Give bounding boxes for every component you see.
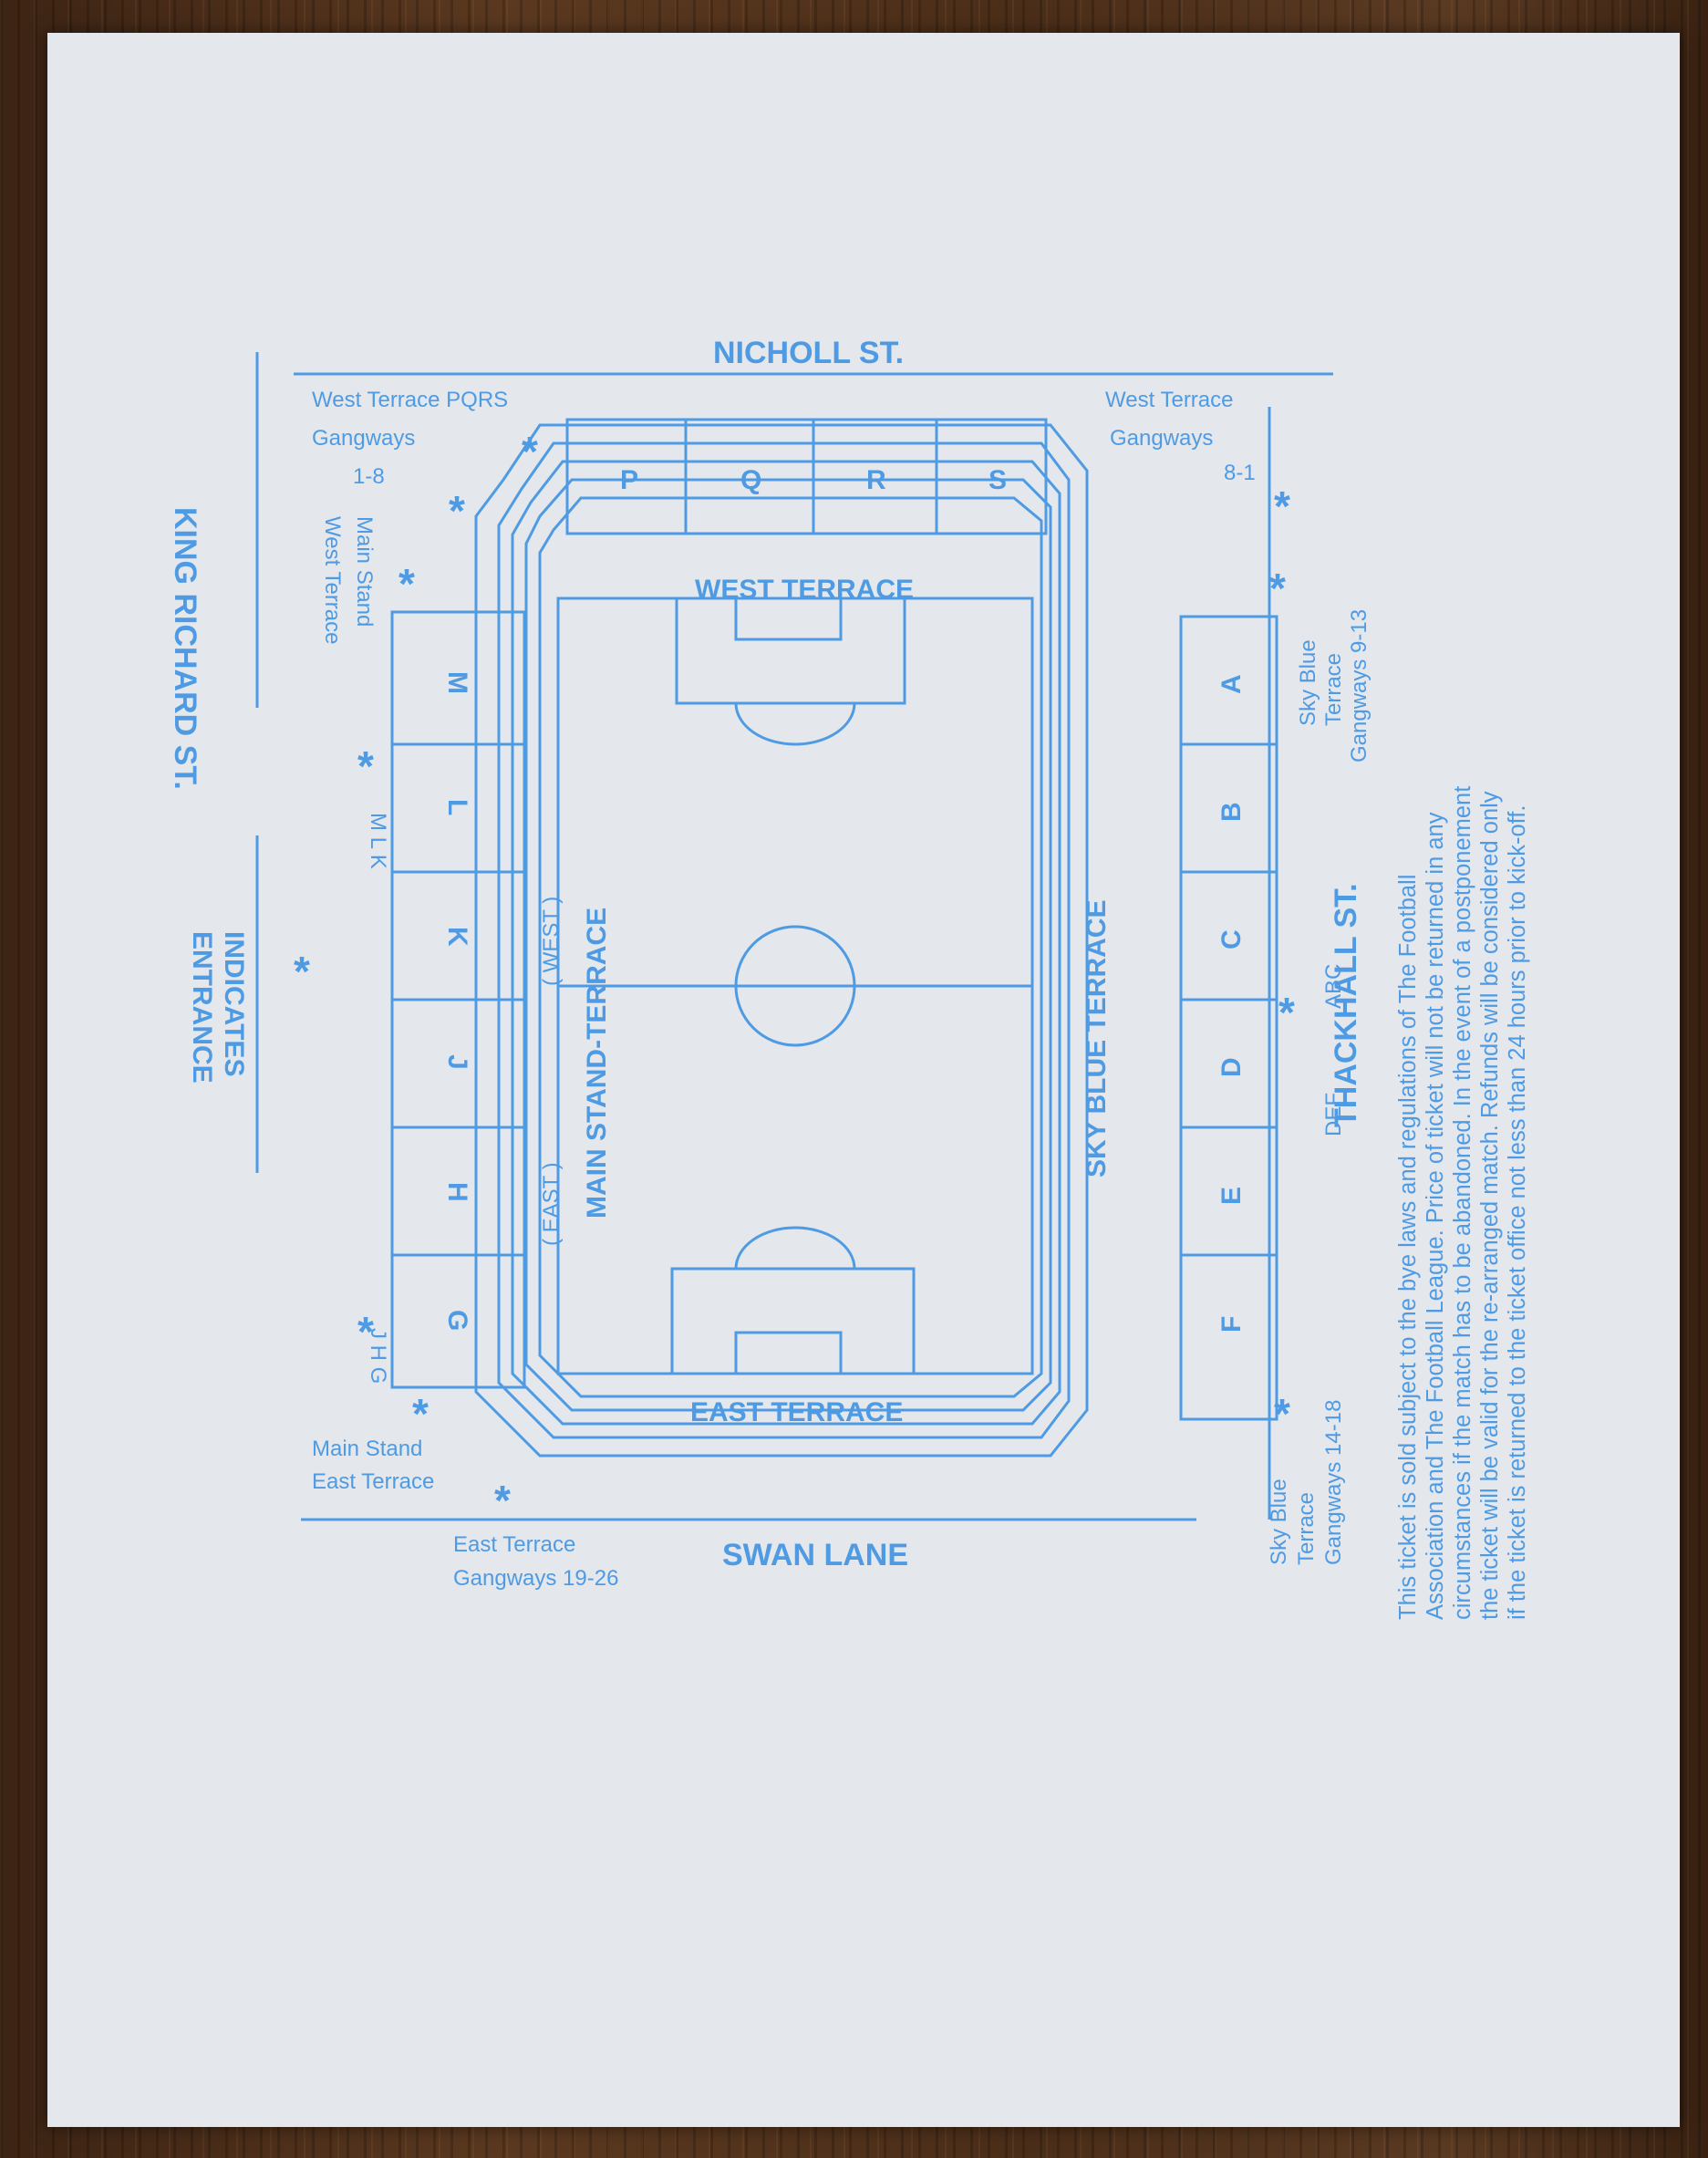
- section-f: F: [1216, 1316, 1247, 1333]
- entrance-asterisk: *: [1278, 989, 1295, 1036]
- label-east-inner: ( EAST ): [539, 1162, 564, 1246]
- terms-line-4: the ticket will be valid for the re-arra…: [1477, 791, 1503, 1620]
- section-q: Q: [740, 465, 761, 495]
- section-s: S: [989, 465, 1007, 495]
- label-gangways-8-1-a: Gangways: [1110, 426, 1213, 451]
- label-gangways-8-1-b: 8-1: [1224, 461, 1256, 485]
- section-m: M: [442, 671, 472, 694]
- entrance-asterisk: *: [449, 487, 465, 534]
- legend-line2: ENTRANCE: [187, 931, 217, 1084]
- label-east-gangways-b: Gangways 19-26: [453, 1566, 618, 1591]
- label-main-stand-east-a: Main Stand: [312, 1437, 422, 1461]
- section-l: L: [442, 799, 472, 815]
- label-main-stand-west-b: West Terrace: [320, 516, 345, 645]
- terms-block: This ticket is sold subject to the bye l…: [1395, 786, 1530, 1620]
- section-b: B: [1216, 802, 1247, 822]
- street-king-richard: KING RICHARD ST.: [168, 507, 202, 790]
- label-sky-blue-14-18-a: Sky Blue: [1267, 1478, 1291, 1565]
- label-sky-blue-terrace: SKY BLUE TERRACE: [1082, 900, 1112, 1178]
- entrance-asterisk: *: [412, 1390, 429, 1437]
- label-sky-blue-14-18-b: Terrace: [1294, 1492, 1319, 1565]
- section-a: A: [1216, 674, 1247, 694]
- section-d: D: [1216, 1057, 1247, 1077]
- stadium-plan: NICHOLL ST. SWAN LANE KING RICHARD ST. T…: [168, 336, 1530, 1620]
- entrance-asterisk: *: [357, 742, 374, 790]
- label-sky-blue-9-13-a: Sky Blue: [1296, 639, 1320, 726]
- entrance-asterisk: *: [399, 560, 415, 607]
- terms-line-5: if the ticket is returned to the ticket …: [1505, 805, 1530, 1620]
- label-sky-blue-9-13-c: Gangways 9-13: [1347, 609, 1372, 763]
- label-gangways-1-8-b: 1-8: [353, 464, 385, 489]
- label-west-inner: ( WEST ): [539, 897, 564, 986]
- section-k: K: [442, 927, 472, 947]
- label-west-terrace: WEST TERRACE: [695, 575, 914, 605]
- label-west-terrace-right: West Terrace: [1105, 388, 1234, 412]
- legend-asterisk: *: [294, 948, 310, 995]
- label-mlk: M L K: [366, 813, 390, 869]
- ticket-back: NICHOLL ST. SWAN LANE KING RICHARD ST. T…: [47, 33, 1680, 2127]
- terms-line-3: circumstances if the match has to be aba…: [1450, 786, 1475, 1620]
- label-jhg: J H G: [366, 1328, 390, 1384]
- entrance-asterisk: *: [1274, 1390, 1290, 1437]
- section-p: P: [620, 465, 638, 495]
- section-h: H: [442, 1182, 472, 1202]
- entrance-asterisk: *: [357, 1308, 374, 1355]
- label-def: DEF: [1321, 1093, 1346, 1136]
- label-main-stand: MAIN STAND-TERRACE: [582, 908, 612, 1219]
- entrance-asterisk: *: [1274, 482, 1290, 530]
- street-thackhall: THACKHALL ST.: [1329, 883, 1363, 1127]
- section-g: G: [442, 1310, 472, 1331]
- label-abc: ABC: [1321, 964, 1346, 1009]
- terms-line-2: Association and The Football League. Pri…: [1423, 812, 1448, 1620]
- street-swan-lane: SWAN LANE: [722, 1538, 908, 1572]
- label-gangways-1-8-a: Gangways: [312, 426, 415, 451]
- section-e: E: [1216, 1187, 1247, 1205]
- label-east-gangways-a: East Terrace: [453, 1532, 575, 1557]
- entrance-asterisk: *: [522, 428, 538, 475]
- street-nicholl: NICHOLL ST.: [713, 336, 904, 370]
- label-sky-blue-14-18-c: Gangways 14-18: [1321, 1400, 1346, 1565]
- section-r: R: [866, 465, 886, 495]
- legend-line1: INDICATES: [219, 931, 249, 1076]
- terms-line-1: This ticket is sold subject to the bye l…: [1395, 875, 1421, 1620]
- label-sky-blue-9-13-b: Terrace: [1321, 653, 1346, 726]
- entrance-asterisk: *: [1269, 565, 1286, 612]
- label-east-terrace: EAST TERRACE: [690, 1397, 903, 1427]
- label-west-terrace-pqrs: West Terrace PQRS: [312, 388, 508, 412]
- section-c: C: [1216, 929, 1247, 949]
- section-j: J: [442, 1054, 472, 1070]
- label-main-stand-east-b: East Terrace: [312, 1469, 434, 1494]
- entrance-asterisk: *: [494, 1477, 511, 1524]
- label-main-stand-west-a: Main Stand: [352, 516, 377, 627]
